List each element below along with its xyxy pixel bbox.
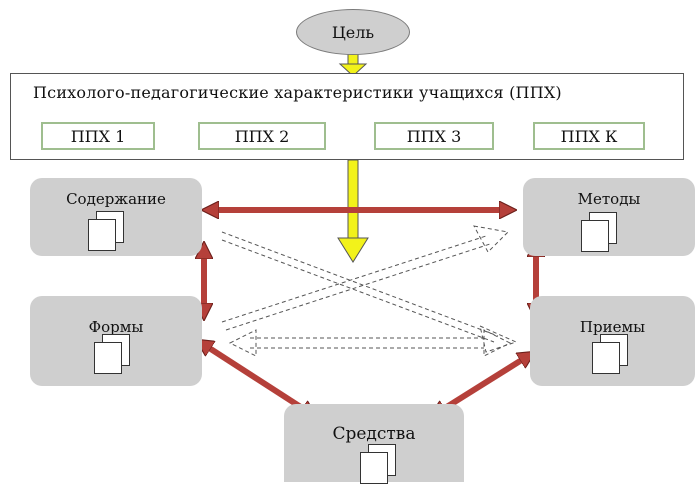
goal-node: Цель (296, 9, 410, 55)
document-icon (592, 334, 628, 374)
document-icon (88, 211, 124, 251)
block-methods-label: Методы (577, 190, 641, 208)
block-forms: Формы (30, 296, 202, 386)
block-means: Средства (284, 404, 464, 484)
arrow-forms-means (203, 344, 310, 413)
dashed-arrow-forms-methods (221, 225, 510, 331)
block-techniques: Приемы (530, 296, 695, 386)
characteristic-item-k: ППХ К (533, 122, 645, 150)
dashed-arrow-content-techniques (221, 231, 518, 353)
characteristic-item-3: ППХ 3 (374, 122, 494, 150)
dashed-arrow-forms-techniques (228, 329, 512, 357)
characteristics-title: Психолого-педагогические характеристики … (33, 83, 562, 102)
characteristic-item-2: ППХ 2 (198, 122, 326, 150)
goal-label: Цель (331, 22, 375, 42)
characteristics-arrow (337, 159, 369, 263)
block-forms-label: Формы (88, 318, 144, 336)
block-techniques-label: Приемы (579, 318, 646, 336)
block-content: Содержание (30, 178, 202, 256)
block-content-label: Содержание (66, 190, 166, 208)
document-icon (581, 212, 617, 252)
characteristic-item-1: ППХ 1 (41, 122, 155, 150)
block-means-label: Средства (332, 424, 416, 444)
document-icon (360, 444, 396, 484)
arrow-techniques-means (437, 356, 528, 413)
document-icon (94, 334, 130, 374)
block-methods: Методы (523, 178, 695, 256)
characteristics-bar: Психолого-педагогические характеристики … (10, 73, 684, 160)
